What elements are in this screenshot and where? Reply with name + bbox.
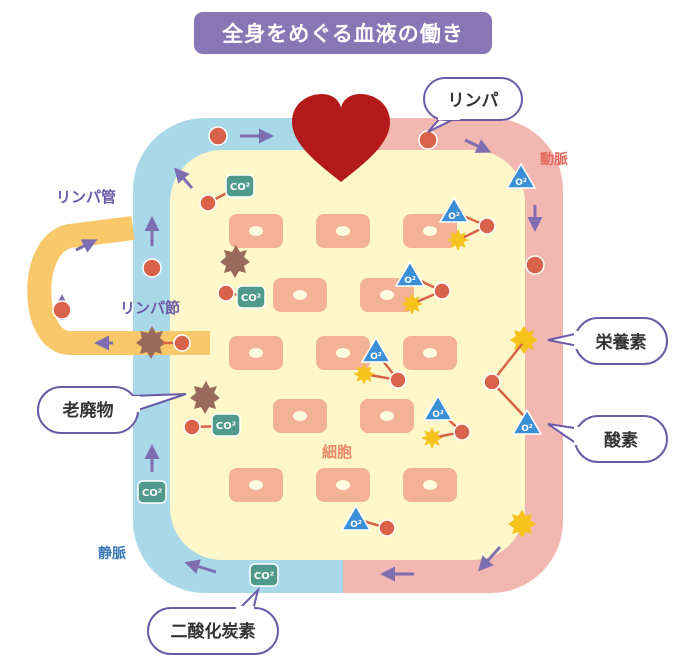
nutrient-particle [401,293,423,315]
svg-text:O²: O² [404,276,416,286]
callout-waste: 老廃物 [37,386,187,434]
callout-lymph: リンパ [423,77,523,133]
body-cell [273,278,327,312]
svg-text:O²: O² [432,410,444,420]
svg-text:CO²: CO² [216,421,236,432]
o2-molecule: O² [360,336,392,363]
nutrient-particle [421,427,443,449]
body-cell [273,399,327,433]
o2-molecule: O² [511,408,543,435]
blood-cell [378,519,396,537]
svg-text:CO²: CO² [254,571,274,582]
vein-label: 静脈 [98,545,126,562]
svg-text:O²: O² [448,212,460,222]
callout-lymph-text: リンパ [448,91,499,111]
svg-text:O²: O² [350,520,362,530]
blood-cell [389,371,407,389]
blood-cell [453,423,471,441]
body-cell [229,214,283,248]
co2-molecule: CO² [249,563,279,587]
blood-cell [217,284,235,302]
o2-molecule: O² [422,394,454,421]
svg-text:CO²: CO² [142,488,162,499]
body-cell [316,468,370,502]
body-cell [403,336,457,370]
nutrient-particles [483,326,538,538]
body-cell [360,399,414,433]
nutrient-particle [353,363,375,385]
callout-waste-text: 老廃物 [62,400,114,421]
callout-nutrient: 栄養素 [547,317,668,365]
svg-text:CO²: CO² [241,293,261,304]
nutrient-particle [447,229,469,251]
co2-molecule: CO² [211,413,241,437]
heart-icon [292,94,390,182]
blood-cell [478,217,496,235]
cells-label: 細胞 [322,443,352,461]
body-cell [229,336,283,370]
flow-arrows [144,128,543,582]
body-cell [316,336,370,370]
body-cell [403,468,457,502]
lymph-node-label: リンパ節 [120,299,180,317]
co2-molecule: CO² [225,174,255,198]
body-cells [229,214,457,502]
callout-oxygen-text: 酸素 [604,430,638,451]
blood-cell [433,282,451,300]
svg-text:O²: O² [521,424,533,434]
body-cell [316,214,370,248]
molecule-carriers: CO² CO² CO² CO² CO² O² O² O² O² O² O² O² [137,162,543,587]
callout-carbon-dioxide-text: 二酸化炭素 [171,621,256,642]
o2-molecule: O² [340,504,372,531]
co2-molecule: CO² [236,285,266,309]
diagram-title: 全身をめぐる血液の働き [194,12,492,54]
blood-cell [183,418,201,436]
callout-nutrient-text: 栄養素 [595,332,647,353]
o2-molecule: O² [394,260,426,287]
o2-molecule: O² [438,196,470,223]
svg-text:O²: O² [515,178,527,188]
o2-molecule: O² [505,162,537,189]
artery-label: 動脈 [540,151,568,168]
lymph-vessel-label: リンパ管 [56,188,116,206]
svg-text:O²: O² [370,352,382,362]
body-cell [229,468,283,502]
callout-oxygen: 酸素 [547,415,668,463]
callout-carbon-dioxide: 二酸化炭素 [147,586,279,655]
svg-text:CO²: CO² [230,182,250,193]
waste-particles [136,245,250,414]
blood-cell [199,194,217,212]
co2-molecule: CO² [137,480,167,504]
